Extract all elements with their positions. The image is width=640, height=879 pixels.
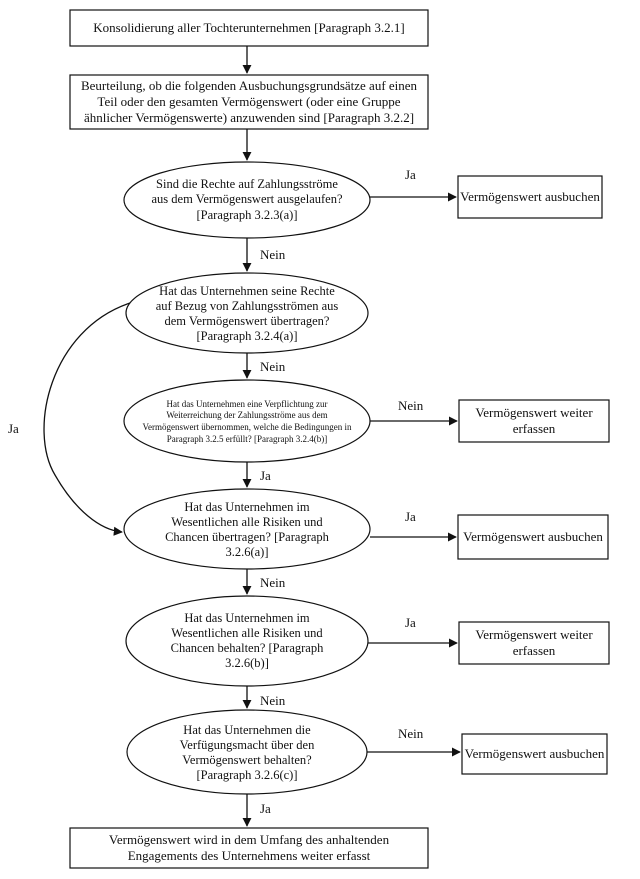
decision-q2: Hat das Unternehmen seine Rechte auf Bez… <box>155 283 339 344</box>
result-r5: Vermögenswert ausbuchen <box>464 746 605 762</box>
edge-label-q1-no: Nein <box>260 247 286 262</box>
edge-label-q4-yes: Ja <box>405 509 416 524</box>
assess-box <box>69 74 429 130</box>
result-r1: Vermögenswert ausbuchen <box>460 189 600 205</box>
result-r3: Vermögenswert ausbuchen <box>463 529 603 545</box>
result-r4: Vermögenswert weiter erfassen <box>475 627 593 658</box>
start-node: Konsolidierung aller Tochterunternehmen … <box>93 20 405 36</box>
edge-label-q3-no: Nein <box>398 398 424 413</box>
edge-label-q3-yes: Ja <box>260 468 271 483</box>
decision-q6: Hat das Unternehmen die Verfügungsmacht … <box>179 722 315 783</box>
edge-label-q4-no: Nein <box>260 575 286 590</box>
decision-q3: Hat das Unternehmen eine Verpflichtung z… <box>142 398 352 444</box>
edge-label-q1-yes: Ja <box>405 167 416 182</box>
result-r2-box <box>458 399 610 443</box>
decision-q5: Hat das Unternehmen im Wesentlichen alle… <box>170 610 324 671</box>
result-r4-box <box>458 621 610 665</box>
edge-label-q2-yes: Ja <box>8 421 19 436</box>
edge-label-q5-yes: Ja <box>405 615 416 630</box>
start-box <box>69 9 429 47</box>
edge-label-q5-no: Nein <box>260 693 286 708</box>
assess-node: Beurteilung, ob die folgenden Ausbuchung… <box>80 78 418 125</box>
edge-label-q6-no: Nein <box>398 726 424 741</box>
edge-label-q6-yes: Ja <box>260 801 271 816</box>
result-r2: Vermögenswert weiter erfassen <box>475 405 593 436</box>
decision-q4: Hat das Unternehmen im Wesentlichen alle… <box>165 499 329 560</box>
decision-q1: Sind die Rechte auf Zahlungsströme aus d… <box>151 177 343 222</box>
result-r5-box <box>461 733 608 775</box>
result-r1-box <box>457 175 603 219</box>
end-node: Vermögenswert wird in dem Umfang des anh… <box>108 832 390 863</box>
result-r3-box <box>457 514 609 560</box>
edge-label-q2-no: Nein <box>260 359 286 374</box>
edge-q2-q4-curve <box>43 302 131 536</box>
end-box <box>69 827 429 869</box>
